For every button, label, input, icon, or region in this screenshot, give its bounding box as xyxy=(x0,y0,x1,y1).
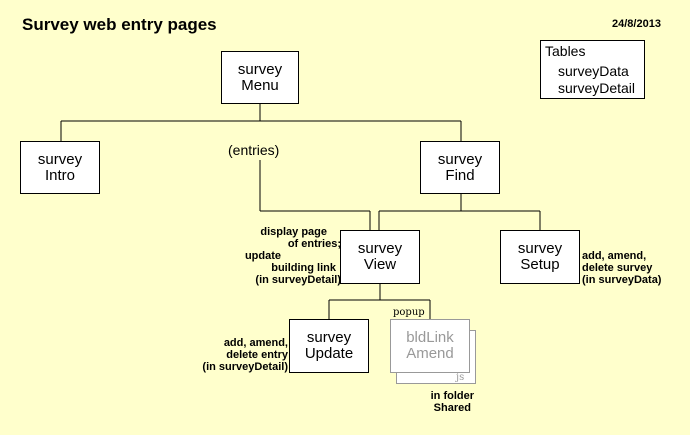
update-note: add, amend, delete entry (in surveyDetai… xyxy=(202,337,288,373)
note-line: (in surveyDetail) xyxy=(255,274,341,286)
entries-label: (entries) xyxy=(228,142,280,158)
note-line: of entries; xyxy=(287,238,341,250)
diagram-title: Survey web entry pages xyxy=(22,15,217,34)
box-label: survey xyxy=(37,150,83,168)
view-note: display page of entries; update building… xyxy=(245,226,341,286)
box-label: bldLink xyxy=(406,329,454,346)
note-line: delete survey xyxy=(582,262,653,274)
tables-box: Tables surveyData surveyDetail xyxy=(540,40,645,99)
popup-label: popup xyxy=(393,307,425,318)
box-label: Menu xyxy=(241,76,279,94)
box-label: Intro xyxy=(44,166,75,184)
box-label: View xyxy=(363,256,397,273)
note-line: (in surveyDetail) xyxy=(202,361,288,373)
table-item-surveydetail: surveyDetail xyxy=(558,80,636,96)
box-label: survey xyxy=(357,240,403,257)
note-line: building link xyxy=(271,262,336,274)
note-line: Shared xyxy=(433,402,471,414)
box-label: Update xyxy=(304,345,354,362)
tables-heading: Tables xyxy=(545,43,586,59)
box-label: Amend xyxy=(406,345,454,362)
box-label: survey xyxy=(517,240,563,257)
diagram-date: 24/8/2013 xyxy=(612,18,661,30)
setup-note: add, amend, delete survey (in surveyData… xyxy=(582,250,661,286)
note-line: add, amend, xyxy=(223,337,288,349)
box-label: survey xyxy=(237,60,283,78)
note-line: add, amend, xyxy=(582,250,647,262)
note-line: display page xyxy=(260,226,327,238)
note-line: delete entry xyxy=(226,349,288,361)
table-item-surveydata: surveyData xyxy=(558,63,629,79)
folder-note: in folder Shared xyxy=(431,390,474,414)
js-label: js xyxy=(456,372,465,383)
box-label: Setup xyxy=(520,256,560,273)
note-line: (in surveyData) xyxy=(582,274,662,286)
box-label: survey xyxy=(306,329,352,346)
note-line: update xyxy=(244,250,281,262)
box-label: Find xyxy=(445,166,475,184)
note-line: in folder xyxy=(430,390,474,402)
box-label: survey xyxy=(437,150,483,168)
